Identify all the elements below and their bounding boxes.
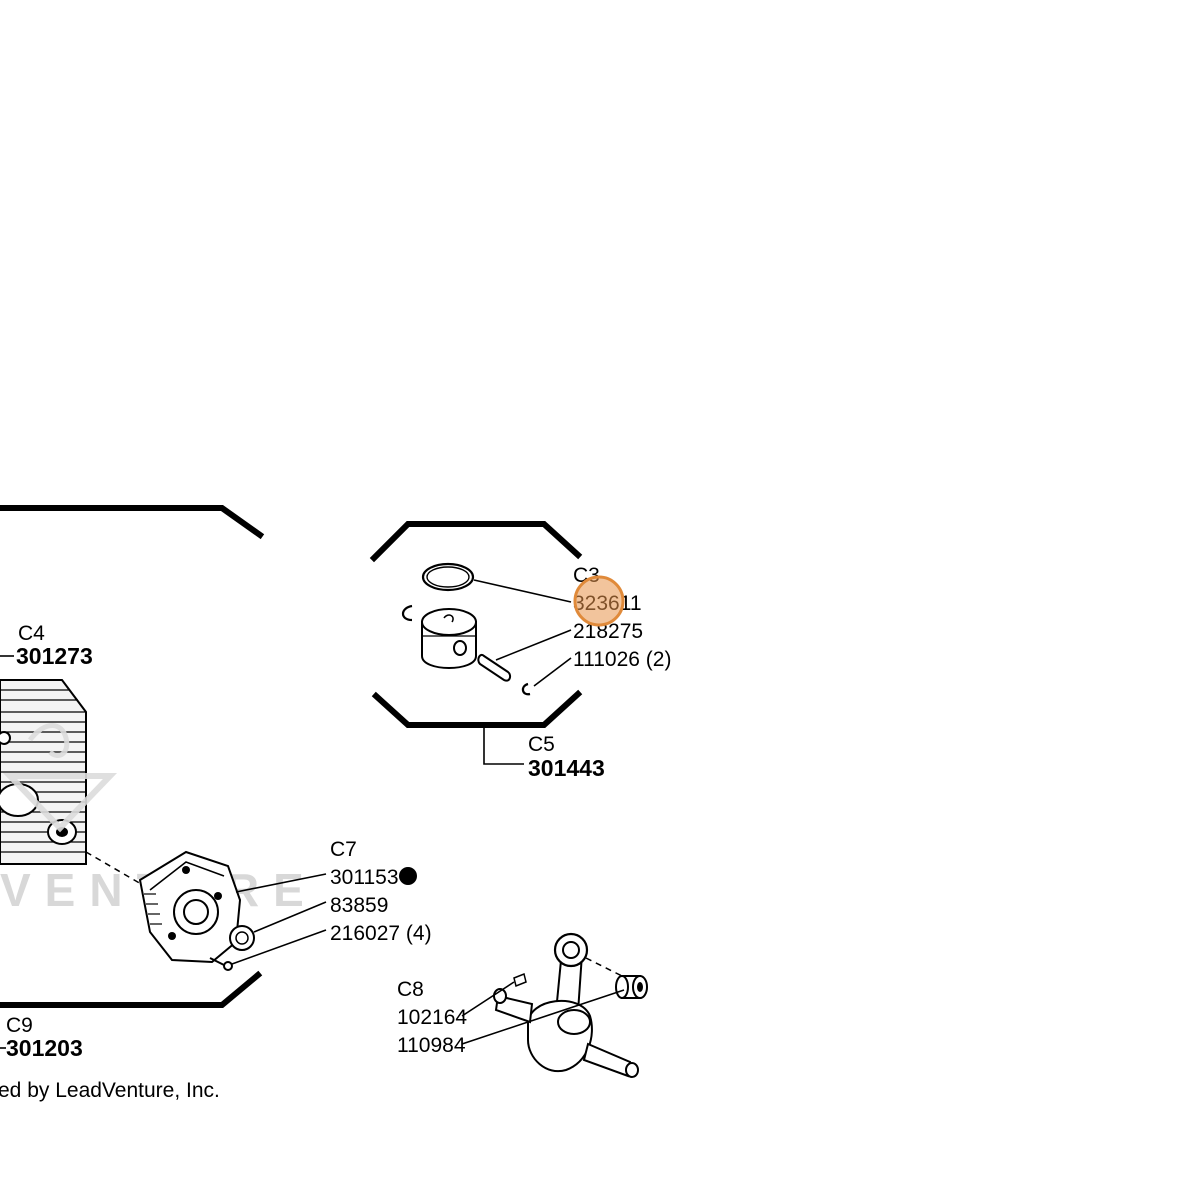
crankshaft-illustration [493, 932, 639, 1078]
c9-part-number[interactable]: 301203 [6, 1035, 83, 1061]
c7-group-label: C7 [330, 838, 357, 861]
c5-group-label: C5 [528, 733, 555, 756]
c3-item-2[interactable]: 218275 [573, 620, 643, 643]
c8-item-2[interactable]: 110984 [397, 1034, 466, 1057]
watermark-logo [2, 723, 118, 833]
c8-group-label: C8 [397, 978, 424, 1001]
piston-pin-illustration [477, 654, 512, 682]
c9-group-label: C9 [6, 1014, 33, 1037]
filled-circle-icon [399, 867, 417, 885]
screw-illustration [209, 957, 233, 971]
c7-item-2[interactable]: 83859 [330, 894, 388, 917]
piston-ring-illustration [421, 562, 475, 592]
copyright-text: ed by LeadVenture, Inc. [0, 1079, 220, 1102]
c7-item-1[interactable]: 301153 [330, 866, 399, 889]
oil-seal-illustration [229, 925, 255, 951]
crankcase-illustration [0, 679, 87, 865]
c4-group-label: C4 [18, 622, 45, 645]
piston-illustration [421, 608, 477, 669]
circlip-right-illustration [521, 682, 531, 696]
needle-bearing-illustration [615, 975, 648, 999]
highlight-marker [573, 575, 625, 627]
c5-part-number[interactable]: 301443 [528, 755, 605, 781]
crankcase-frame [0, 505, 265, 1008]
c8-item-1[interactable]: 102164 [397, 1006, 467, 1029]
circlip-left-illustration [401, 604, 413, 622]
c3-item-3[interactable]: 111026 (2) [573, 648, 671, 671]
c4-part-number[interactable]: 301273 [16, 643, 93, 669]
piston-frame [369, 521, 583, 765]
c7-item-3[interactable]: 216027 (4) [330, 922, 432, 945]
